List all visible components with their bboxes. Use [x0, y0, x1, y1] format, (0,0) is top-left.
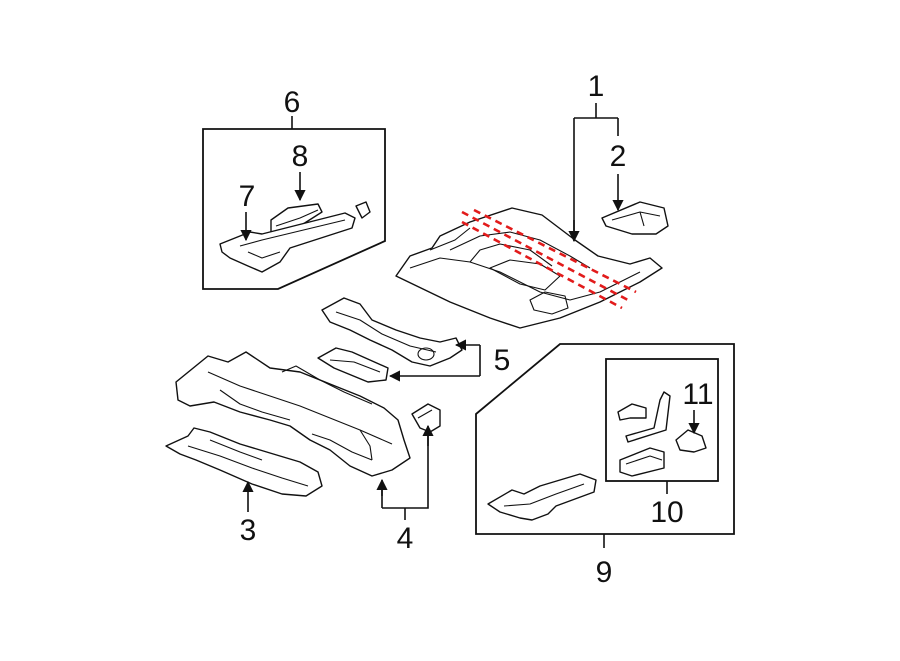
part-4-frame — [175, 351, 411, 477]
part-2-bracket — [601, 201, 669, 235]
part-11-clip — [675, 429, 707, 453]
callout-4: 4 — [397, 522, 414, 555]
part-10-brackets — [617, 391, 671, 477]
callout-11: 11 — [682, 378, 713, 411]
callout-5: 5 — [494, 344, 511, 377]
part-9-rail-end — [487, 473, 597, 521]
callout-9: 9 — [596, 556, 613, 589]
callout-2: 2 — [610, 140, 627, 173]
callout-3: 3 — [240, 514, 257, 547]
callout-1: 1 — [588, 70, 605, 103]
cut-lines — [461, 208, 637, 310]
callout-7: 7 — [239, 180, 256, 213]
leader-1 — [573, 103, 619, 240]
callout-6: 6 — [284, 86, 301, 119]
part-1-floor-pan — [395, 207, 663, 329]
part-7-rail — [219, 201, 371, 273]
callout-10: 10 — [650, 496, 683, 529]
part-4-small-bracket — [411, 403, 441, 433]
part-5-lower-bracket — [317, 347, 389, 383]
callout-8: 8 — [292, 140, 309, 173]
part-3-rail — [165, 427, 323, 497]
